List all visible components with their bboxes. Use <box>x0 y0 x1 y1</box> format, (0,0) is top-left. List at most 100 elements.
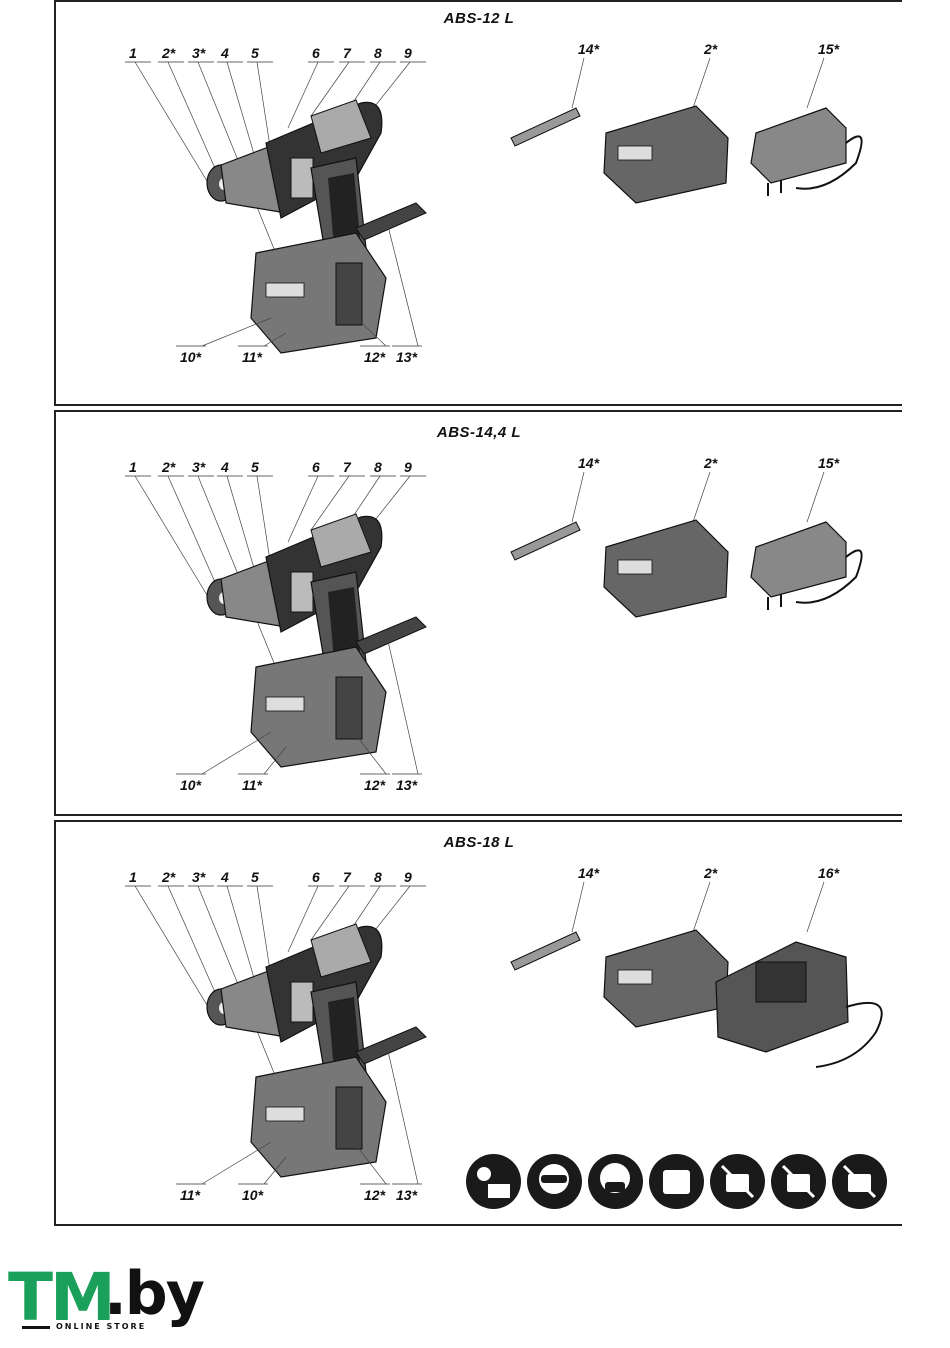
part-label: 3* <box>192 45 206 61</box>
leader-line <box>202 732 271 774</box>
part-label: 8 <box>374 45 382 61</box>
leader-line <box>257 886 271 977</box>
part-label: 11* <box>242 777 263 793</box>
part-label: 7 <box>343 869 352 885</box>
part-label: 4 <box>220 459 229 475</box>
part-label: 12* <box>364 349 386 365</box>
battery-label <box>266 697 304 711</box>
accessory-label: 15* <box>818 41 840 57</box>
part-label: 8 <box>374 459 382 475</box>
leader-line <box>386 218 418 346</box>
dust-mask-icon-glyph <box>588 1154 643 1209</box>
part-label: 13* <box>396 777 418 793</box>
part-label: 9 <box>404 459 412 475</box>
tmby-logo: TM .by ONLINE STORE <box>8 1265 178 1337</box>
safety-goggles-icon-glyph <box>527 1154 582 1209</box>
screwdriver-bit <box>511 932 580 970</box>
part-label: 11* <box>242 349 263 365</box>
trigger <box>291 982 313 1022</box>
part-label: 6 <box>312 459 320 475</box>
screwdriver-bit-holder <box>356 617 426 654</box>
leader-line <box>693 58 710 108</box>
leader-line <box>257 476 271 567</box>
part-label: 1 <box>129 45 137 61</box>
part-label: 9 <box>404 45 412 61</box>
screwdriver-bit <box>511 522 580 560</box>
part-label: 2* <box>161 459 176 475</box>
part-label: 3* <box>192 869 206 885</box>
belt-clip <box>336 263 362 325</box>
battery-label <box>266 1107 304 1121</box>
part-label: 3* <box>192 459 206 475</box>
accessory-label: 14* <box>578 41 600 57</box>
leader-line <box>693 472 710 522</box>
part-label: 12* <box>364 1187 386 1203</box>
drill-body <box>207 100 426 353</box>
trigger <box>291 572 313 612</box>
read-manual-icon <box>466 1154 521 1209</box>
part-label: 5 <box>251 45 259 61</box>
leader-line <box>257 62 271 153</box>
part-label: 10* <box>180 777 202 793</box>
leader-line <box>202 318 271 346</box>
part-label: 6 <box>312 45 320 61</box>
accessory-label: 15* <box>818 455 840 471</box>
part-label: 4 <box>220 45 229 61</box>
max-temperature-icon-glyph <box>649 1154 704 1209</box>
part-label: 10* <box>180 349 202 365</box>
part-label: 13* <box>396 349 418 365</box>
leader-line <box>807 472 824 522</box>
logo-by: .by <box>104 1261 203 1327</box>
no-water-icon <box>710 1154 765 1209</box>
safety-goggles-icon <box>527 1154 582 1209</box>
no-water-icon-glyph <box>710 1154 765 1209</box>
part-label: 4 <box>220 869 229 885</box>
trigger <box>291 158 313 198</box>
accessory-label: 2* <box>703 41 718 57</box>
part-label: 1 <box>129 869 137 885</box>
screwdriver-bit-holder <box>356 1027 426 1064</box>
part-label: 7 <box>343 45 352 61</box>
battery-temp <box>663 1170 690 1194</box>
read-manual-icon-glyph <box>466 1154 521 1209</box>
safety-icons-row <box>466 1154 887 1209</box>
part-label: 2* <box>161 869 176 885</box>
charger-slot <box>756 962 806 1002</box>
part-label: 13* <box>396 1187 418 1203</box>
accessory-label: 14* <box>578 865 600 881</box>
leader-line <box>572 58 584 108</box>
no-trash-icon-glyph <box>771 1154 826 1209</box>
part-label: 12* <box>364 777 386 793</box>
belt-clip <box>336 1087 362 1149</box>
leader-line <box>572 882 584 932</box>
leader-line <box>135 886 216 1020</box>
part-label: 10* <box>242 1187 264 1203</box>
leader-line <box>386 1042 418 1184</box>
max-temperature-icon <box>649 1154 704 1209</box>
mask <box>605 1182 625 1192</box>
leader-line <box>807 882 824 932</box>
part-label: 5 <box>251 459 259 475</box>
no-fire-icon <box>832 1154 887 1209</box>
drill-body <box>207 924 426 1177</box>
battery-label <box>618 146 652 160</box>
accessory-label: 2* <box>703 455 718 471</box>
battery-label <box>618 560 652 574</box>
person-head <box>477 1167 491 1181</box>
book <box>488 1184 510 1198</box>
panel-abs-18l: ABS-18 L 12*3*45678911*10*12*13*14*2*16* <box>54 820 902 1226</box>
part-label: 11* <box>180 1187 201 1203</box>
leader-line <box>807 58 824 108</box>
goggles <box>541 1175 567 1183</box>
part-label: 2* <box>161 45 176 61</box>
screwdriver-bit <box>511 108 580 146</box>
part-label: 9 <box>404 869 412 885</box>
part-label: 8 <box>374 869 382 885</box>
screwdriver-bit-holder <box>356 203 426 240</box>
logo-bar <box>22 1326 50 1329</box>
no-trash-icon <box>771 1154 826 1209</box>
battery-label <box>266 283 304 297</box>
